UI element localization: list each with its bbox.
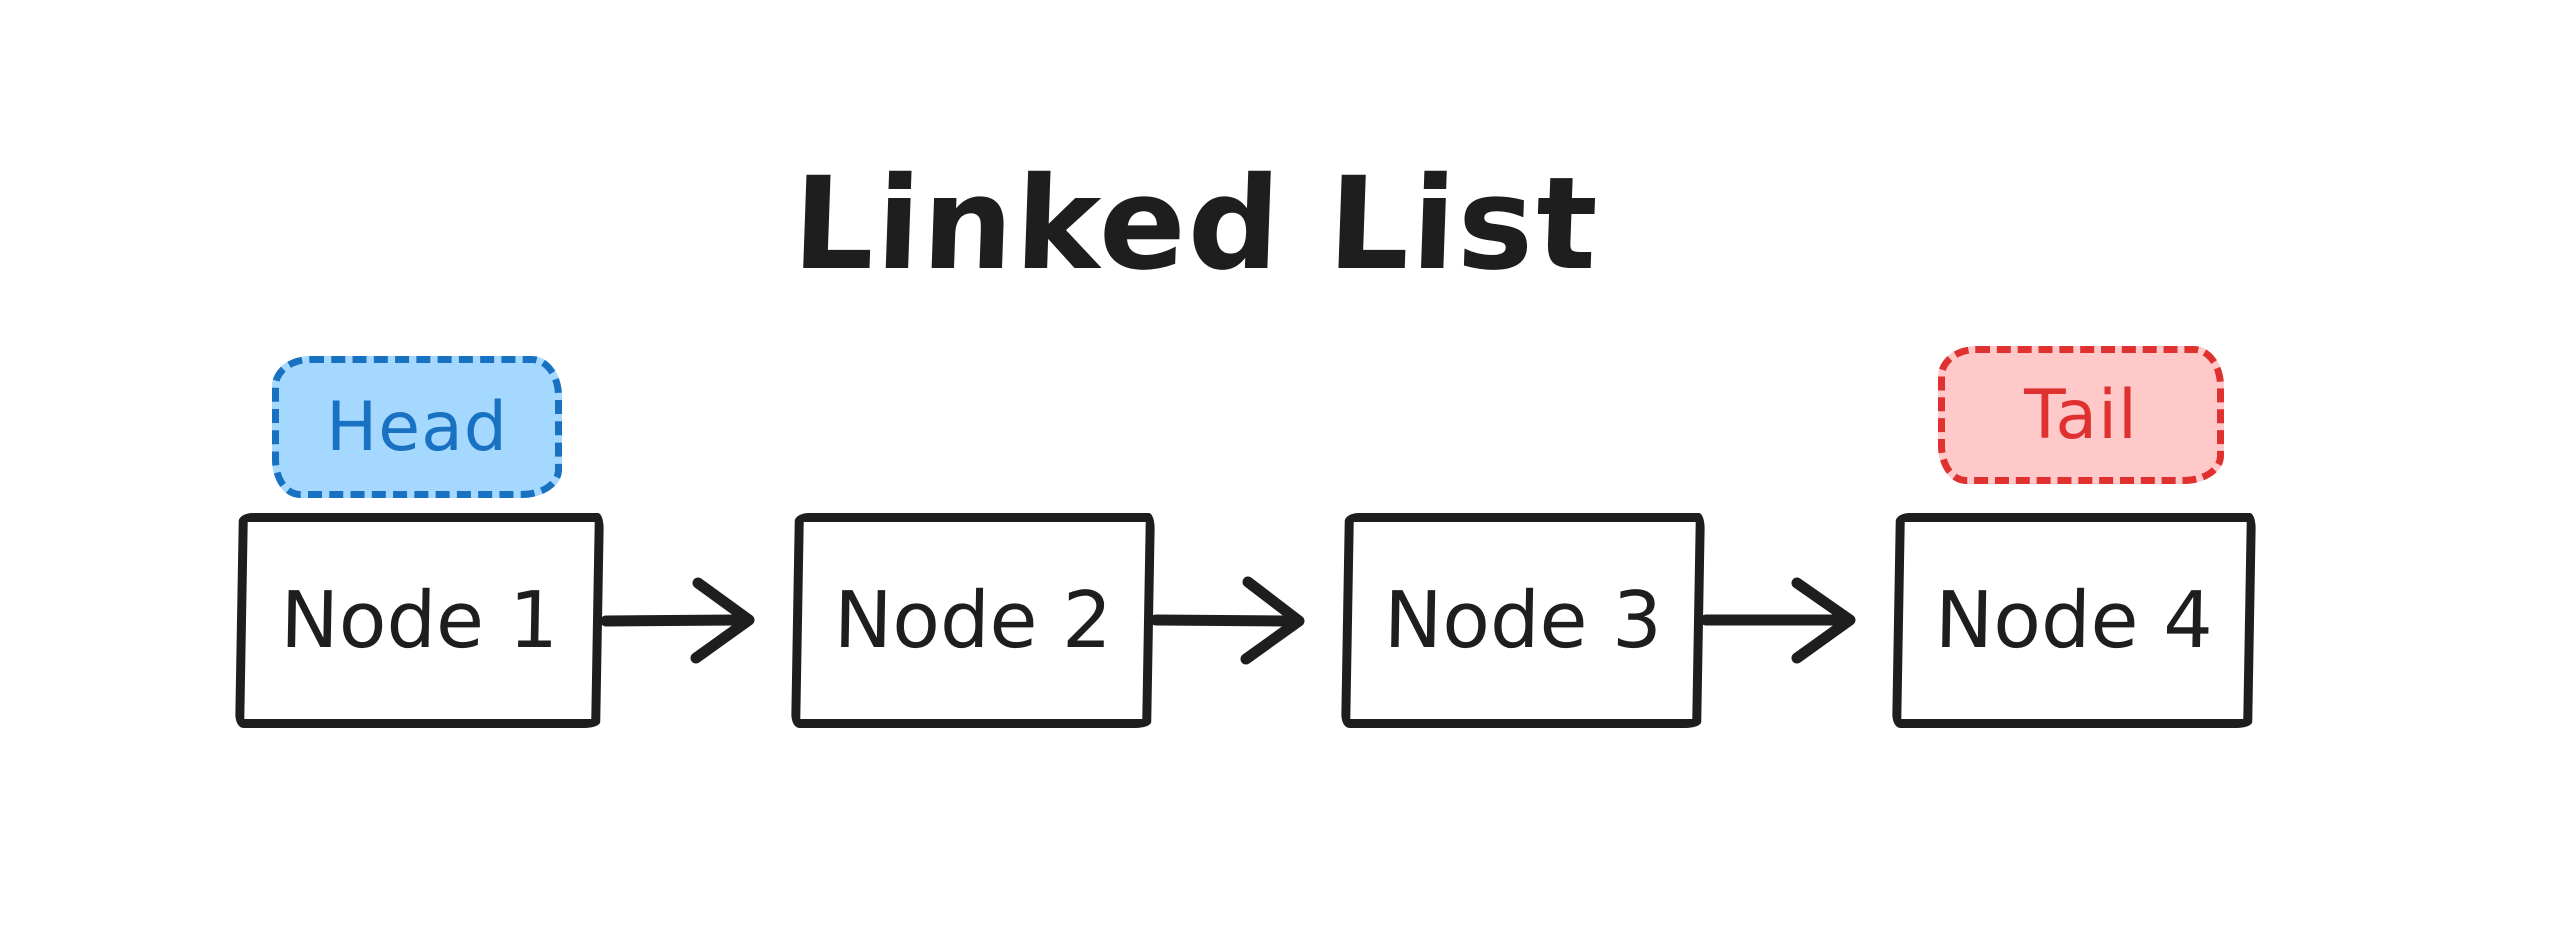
node-box-2: Node 2 <box>791 513 1155 728</box>
head-pointer-badge: Head <box>272 356 562 498</box>
node-label-1: Node 1 <box>279 575 560 666</box>
edge-arrow-3-to-4 <box>1700 577 1856 664</box>
node-label-4: Node 4 <box>1934 575 2214 666</box>
tail-pointer-label: Tail <box>2024 375 2138 455</box>
edge-arrow-2-to-3 <box>1150 576 1305 665</box>
node-box-3: Node 3 <box>1341 513 1705 728</box>
node-label-2: Node 2 <box>833 575 1113 666</box>
diagram-title: Linked List <box>790 150 1602 299</box>
node-box-4: Node 4 <box>1892 513 2256 728</box>
node-label-3: Node 3 <box>1383 575 1663 666</box>
edge-arrow-1-to-2 <box>600 577 755 664</box>
head-pointer-label: Head <box>326 387 508 467</box>
tail-pointer-badge: Tail <box>1938 346 2224 484</box>
node-box-1: Node 1 <box>235 513 604 728</box>
